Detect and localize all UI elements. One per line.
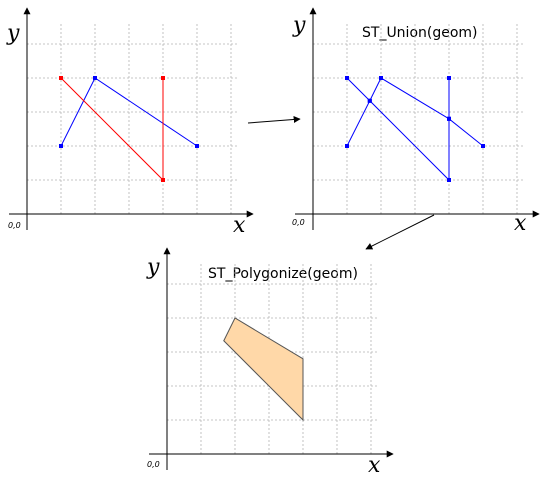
y-axis-label: y bbox=[6, 21, 20, 46]
x-axis-label: x bbox=[514, 211, 527, 236]
x-axis-label: x bbox=[233, 213, 246, 238]
linestring bbox=[346, 77, 450, 182]
vertex-marker bbox=[195, 144, 199, 148]
flow-arrow-union-to-polygonize bbox=[365, 214, 435, 250]
grid bbox=[27, 24, 237, 214]
y-axis-label: y bbox=[292, 13, 306, 38]
origin-label: 0,0 bbox=[147, 460, 160, 469]
vertex-marker bbox=[161, 76, 165, 80]
x-axis-label: x bbox=[368, 453, 381, 478]
origin-label: 0,0 bbox=[8, 221, 21, 230]
y-axis-label: y bbox=[146, 255, 160, 280]
vertex-marker bbox=[59, 76, 63, 80]
panel-polygonize: ST_Polygonize(geom) x y 0,0 bbox=[146, 247, 394, 478]
vertex-marker bbox=[447, 76, 451, 80]
panel-title: ST_Polygonize(geom) bbox=[208, 266, 358, 282]
panel-union: ST_Union(geom) x y 0,0 bbox=[292, 7, 540, 236]
vertex-marker bbox=[93, 76, 97, 80]
vertex-marker bbox=[161, 178, 165, 182]
origin-label: 0,0 bbox=[292, 218, 305, 227]
grid bbox=[313, 24, 523, 214]
linestring bbox=[60, 77, 164, 182]
geometry bbox=[59, 76, 199, 182]
flow-arrow-input-to-union bbox=[247, 115, 301, 124]
vertex-marker bbox=[481, 144, 485, 148]
panel-title: ST_Union(geom) bbox=[362, 25, 478, 41]
geometry bbox=[345, 76, 485, 182]
vertex-marker bbox=[447, 178, 451, 182]
vertex-marker bbox=[345, 144, 349, 148]
polygon-shape bbox=[223, 317, 304, 422]
panel-input: x y 0,0 bbox=[6, 7, 254, 238]
vertex-marker bbox=[367, 98, 372, 103]
vertex-marker bbox=[447, 116, 451, 121]
vertex-marker bbox=[379, 76, 383, 80]
geometry bbox=[223, 317, 304, 422]
vertex-marker bbox=[59, 144, 63, 148]
vertex-marker bbox=[345, 76, 349, 80]
